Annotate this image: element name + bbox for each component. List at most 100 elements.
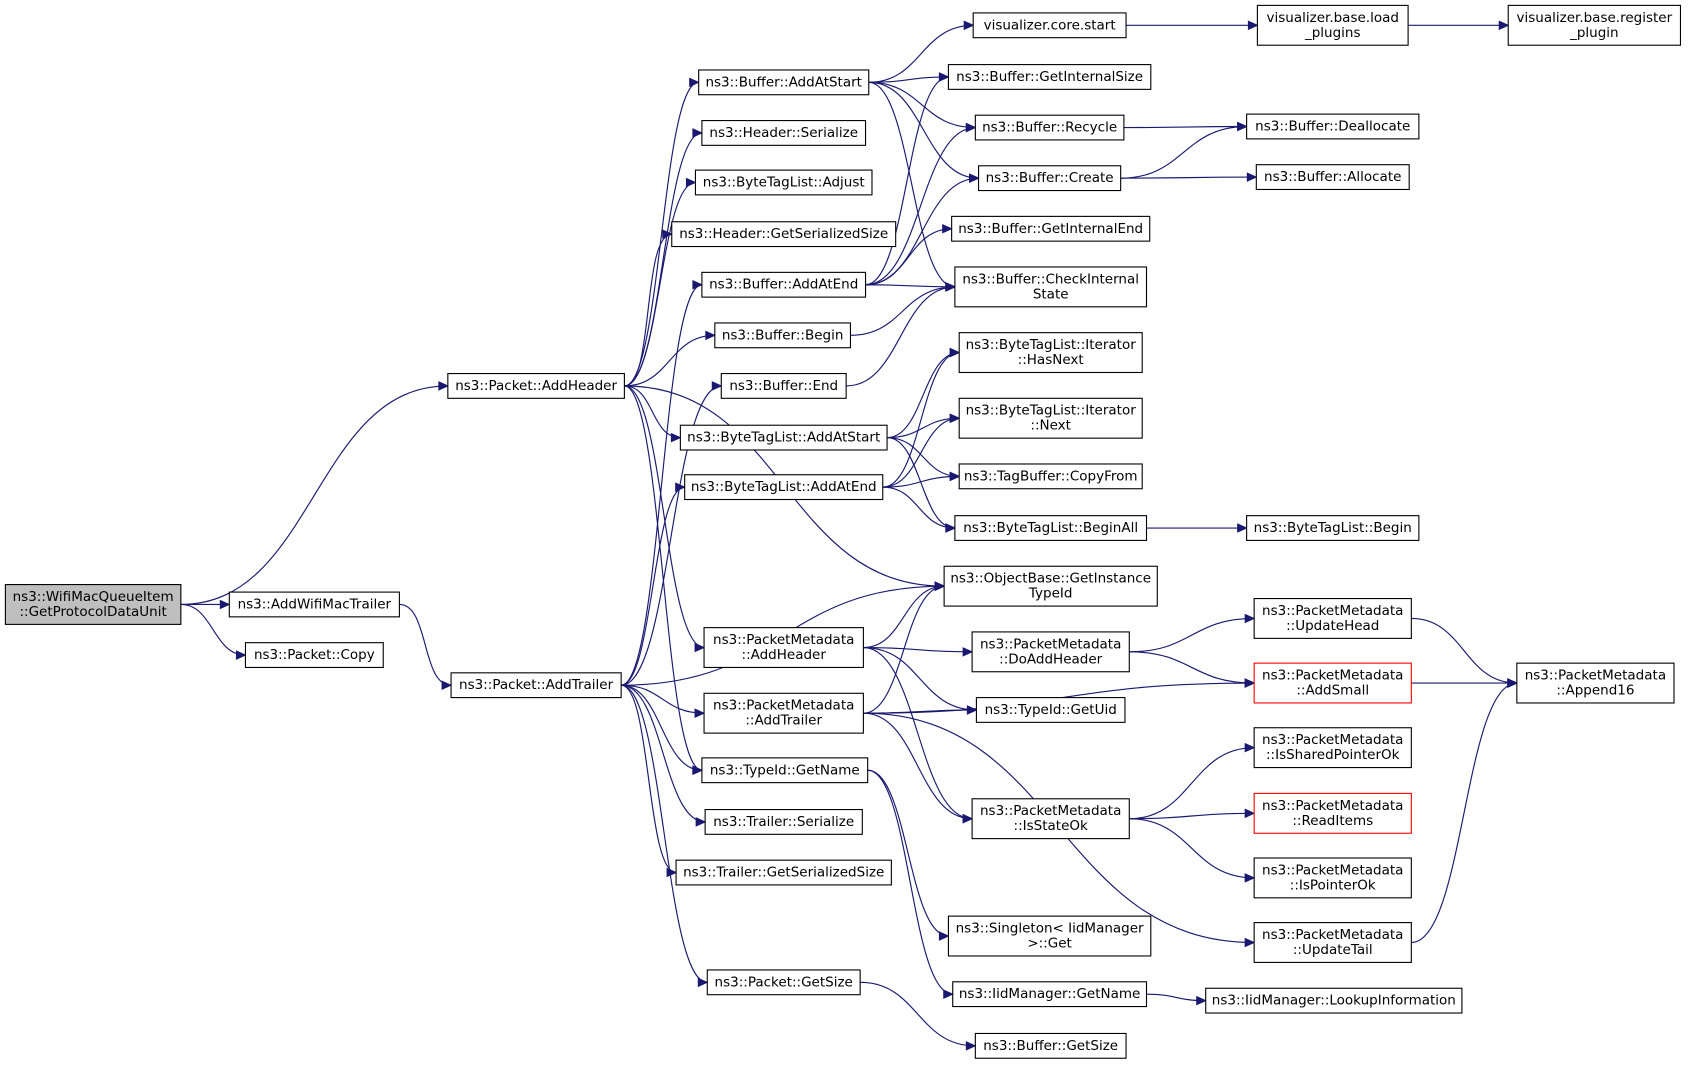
node-buf-get-internal-size[interactable]: ns3::Buffer::GetInternalSize (947, 64, 1152, 90)
edge-add-wifi-mac-trailer-to-add-trailer (399, 603, 453, 690)
node-pm-update-head[interactable]: ns3::PacketMetadata::UpdateHead (1253, 598, 1412, 639)
node-tid-get-uid[interactable]: ns3::TypeId::GetUid (975, 697, 1126, 723)
edge-line (621, 684, 705, 714)
edge-add-trailer-to-tid-get-name (621, 684, 704, 776)
edge-line (868, 81, 979, 179)
node-label: ns3::WifiMacQueueItem (13, 589, 174, 605)
node-pm-append16[interactable]: ns3::PacketMetadata::Append16 (1516, 662, 1675, 704)
edge-buf-add-at-end-to-buf-get-internal-size (865, 72, 950, 286)
node-iid-get-name[interactable]: ns3::IidManager::GetName (952, 981, 1148, 1008)
node-pm-add-header[interactable]: ns3::PacketMetadata::AddHeader (703, 627, 864, 668)
node-label: ns3::PacketMetadata (980, 803, 1121, 819)
node-label: ns3::Packet::Copy (254, 647, 375, 663)
node-buf-begin[interactable]: ns3::Buffer::Begin (714, 322, 852, 349)
node-tag-buf-copy-from[interactable]: ns3::TagBuffer::CopyFrom (958, 463, 1143, 490)
node-buf-recycle[interactable]: ns3::Buffer::Recycle (974, 114, 1125, 141)
node-viz-load-plugins[interactable]: visualizer.base.load_plugins (1256, 4, 1409, 46)
node-label: ns3::Buffer::GetInternalEnd (958, 221, 1143, 237)
edge-root-to-add-header (180, 381, 450, 606)
node-packet-copy[interactable]: ns3::Packet::Copy (244, 642, 384, 668)
node-box (684, 474, 884, 501)
node-pm-update-tail[interactable]: ns3::PacketMetadata::UpdateTail (1253, 922, 1412, 963)
node-add-header[interactable]: ns3::Packet::AddHeader (447, 373, 625, 399)
node-box (694, 169, 873, 196)
node-trl-get-ser-size[interactable]: ns3::Trailer::GetSerializedSize (675, 859, 892, 886)
node-box (1205, 987, 1463, 1014)
edge-add-header-to-hdr-get-ser-size (624, 229, 673, 387)
node-label: ns3::Packet::GetSize (715, 974, 853, 990)
node-add-wifi-mac-trailer[interactable]: ns3::AddWifiMacTrailer (228, 591, 400, 618)
node-trl-serialize[interactable]: ns3::Trailer::Serialize (704, 809, 863, 835)
node-btl-iter-has-next[interactable]: ns3::ByteTagList::Iterator::HasNext (958, 332, 1143, 374)
node-label: ns3::Trailer::Serialize (713, 814, 854, 830)
node-box (958, 463, 1143, 490)
edge-buf-recycle-to-buf-deallocate (1123, 121, 1248, 132)
node-btl-begin[interactable]: ns3::ByteTagList::Begin (1246, 515, 1420, 541)
node-pm-read-items[interactable]: ns3::PacketMetadata::ReadItems (1253, 792, 1412, 834)
node-box (701, 120, 867, 146)
root-node-root[interactable]: ns3::WifiMacQueueItem::GetProtocolDataUn… (4, 584, 182, 625)
node-box (947, 64, 1152, 90)
edge-line (863, 585, 945, 714)
node-buf-get-size[interactable]: ns3::Buffer::GetSize (974, 1032, 1127, 1059)
node-buf-create[interactable]: ns3::Buffer::Create (978, 165, 1122, 192)
node-pm-is-pointer-ok[interactable]: ns3::PacketMetadata::IsPointerOk (1253, 857, 1412, 899)
node-label: ns3::Header::GetSerializedSize (679, 226, 888, 242)
node-label: visualizer.core.start (984, 17, 1116, 33)
node-buf-end[interactable]: ns3::Buffer::End (720, 373, 847, 399)
node-pm-is-state-ok[interactable]: ns3::PacketMetadata::IsStateOk (971, 798, 1130, 840)
edge-line (1129, 617, 1255, 653)
node-btl-iter-next[interactable]: ns3::ByteTagList::Iterator::Next (958, 397, 1143, 439)
edge-line (887, 437, 960, 477)
node-pm-add-small[interactable]: ns3::PacketMetadata::AddSmall (1253, 662, 1412, 704)
node-tid-get-name[interactable]: ns3::TypeId::GetName (701, 757, 869, 784)
edge-add-header-to-btl-adjust (624, 177, 697, 387)
node-btl-add-at-start[interactable]: ns3::ByteTagList::AddAtStart (679, 424, 888, 451)
node-viz-core-start[interactable]: visualizer.core.start (972, 12, 1127, 39)
node-box (1253, 598, 1412, 639)
edge-line (1123, 125, 1247, 129)
node-box (974, 1032, 1127, 1059)
node-buf-get-internal-end[interactable]: ns3::Buffer::GetInternalEnd (951, 215, 1151, 242)
node-label: ::UpdateTail (1293, 942, 1373, 958)
node-btl-add-at-end[interactable]: ns3::ByteTagList::AddAtEnd (684, 474, 884, 501)
edge-buf-create-to-buf-allocate (1120, 172, 1258, 182)
arrow-head (692, 765, 704, 776)
node-singleton-get[interactable]: ns3::Singleton< IidManager>::Get (947, 915, 1152, 957)
node-viz-register-plugin[interactable]: visualizer.base.register_plugin (1507, 4, 1682, 46)
node-hdr-get-ser-size[interactable]: ns3::Header::GetSerializedSize (671, 221, 897, 248)
node-pm-do-add-header[interactable]: ns3::PacketMetadata::DoAddHeader (971, 631, 1130, 673)
edge-line (624, 385, 703, 771)
node-buf-allocate[interactable]: ns3::Buffer::Allocate (1255, 164, 1410, 191)
node-iid-lookup-info[interactable]: ns3::IidManager::LookupInformation (1205, 987, 1463, 1014)
edge-line (621, 385, 722, 686)
node-btl-begin-all[interactable]: ns3::ByteTagList::BeginAll (954, 515, 1148, 541)
node-btl-adjust[interactable]: ns3::ByteTagList::Adjust (694, 169, 873, 196)
node-add-trailer[interactable]: ns3::Packet::AddTrailer (450, 672, 622, 699)
edge-line (1120, 125, 1247, 179)
node-buf-deallocate[interactable]: ns3::Buffer::Deallocate (1246, 113, 1420, 140)
arrow-head (1244, 678, 1256, 688)
node-label: ns3::Buffer::Deallocate (1255, 118, 1410, 134)
edge-add-header-to-pm-add-header (624, 385, 706, 653)
node-label: ns3::Buffer::GetInternalSize (956, 69, 1143, 85)
arrow-head (965, 1041, 977, 1051)
edge-btl-begin-all-to-btl-begin (1146, 523, 1248, 533)
arrow-head (943, 989, 954, 999)
edge-line (1129, 818, 1255, 879)
node-pm-is-shared-ptr-ok[interactable]: ns3::PacketMetadata::IsSharedPointerOk (1253, 727, 1412, 769)
node-box (701, 757, 869, 784)
node-pkt-get-size[interactable]: ns3::Packet::GetSize (706, 969, 861, 996)
node-pm-add-trailer[interactable]: ns3::PacketMetadata::AddTrailer (703, 692, 864, 734)
node-buf-add-at-start[interactable]: ns3::Buffer::AddAtStart (698, 69, 870, 96)
node-box (1253, 662, 1412, 704)
edge-line (863, 712, 973, 820)
node-hdr-serialize[interactable]: ns3::Header::Serialize (701, 120, 867, 146)
arrow-head (695, 817, 707, 827)
node-buf-add-at-end[interactable]: ns3::Buffer::AddAtEnd (701, 271, 867, 298)
node-box (1507, 4, 1682, 46)
node-label: ns3::TypeId::GetUid (985, 702, 1117, 718)
node-box (703, 627, 864, 668)
